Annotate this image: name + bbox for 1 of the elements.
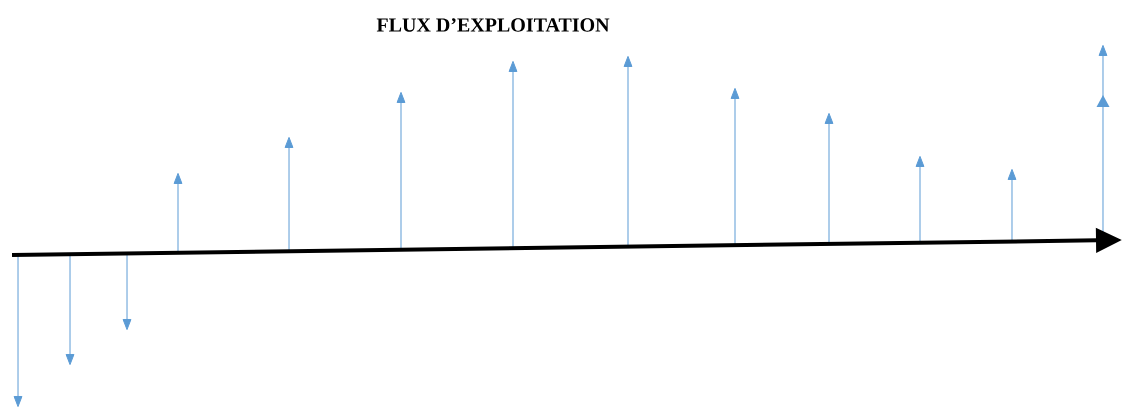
title: FLUX D’EXPLOITATION — [376, 18, 610, 32]
